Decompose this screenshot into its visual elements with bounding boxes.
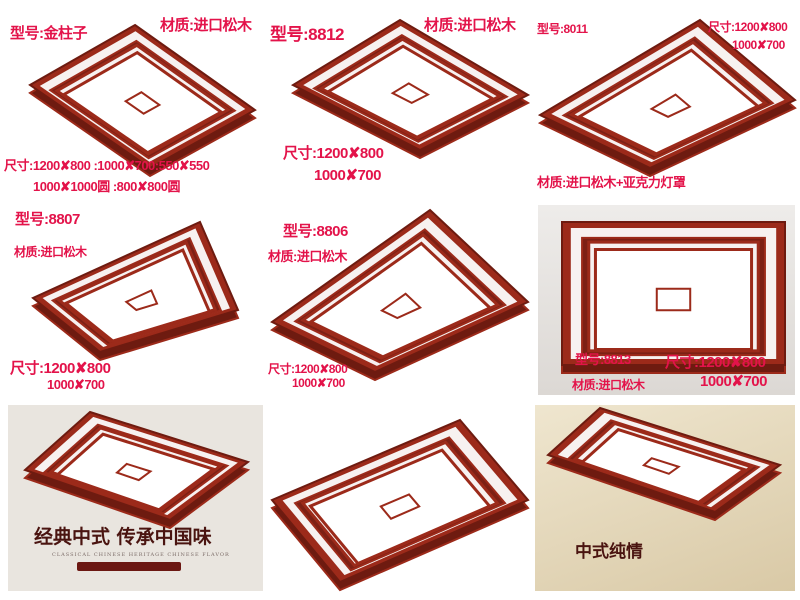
product-model: 型号:8011 (537, 22, 588, 36)
lamp-lattice-band (48, 39, 237, 160)
product-material: 材质:进口松木 (268, 249, 347, 264)
lamp-diffuser (307, 448, 493, 566)
product-material: 材质:进口松木 (424, 17, 516, 34)
product-model: 型号:8807 (15, 211, 80, 228)
product-model: 型号:8812 (270, 25, 344, 44)
lamp-medallion (649, 93, 692, 118)
product-material: 材质:进口松木+亚克力灯罩 (537, 175, 686, 190)
lamp-lattice-band (561, 36, 775, 161)
lamp-diffuser (63, 248, 212, 343)
product-model: 型号:金柱子 (10, 25, 88, 42)
lamp-inner-frame (318, 37, 503, 140)
lamp-frame-depth (270, 216, 530, 382)
lamp-side-panel (36, 28, 250, 165)
lamp-outer-frame (31, 220, 240, 354)
product-size: 1000✘700 (47, 377, 105, 392)
lamp-inner-frame (568, 40, 769, 157)
lamp-medallion (379, 493, 421, 520)
lamp-outer-frame (28, 23, 257, 170)
product-size: 尺寸:1200✘800 (283, 145, 384, 162)
lamp-frame-depth (270, 426, 530, 592)
product-size: 1000✘700 (732, 38, 785, 52)
lamp-frame-depth (290, 26, 531, 160)
product-size: 1000✘700 (292, 376, 345, 390)
banner-ribbon (77, 562, 181, 571)
lamp-diffuser (576, 48, 761, 156)
product-size: 尺寸:1200✘800 (665, 354, 766, 371)
banner-subtitle: CLASSICAL CHINESE HERITAGE CHINESE FLAVO… (52, 552, 230, 558)
product-material: 材质:进口松木 (572, 378, 645, 392)
lamp-lattice-band (312, 33, 509, 143)
product-material: 材质:进口松木 (160, 17, 252, 34)
product-model: 型号:8806 (283, 223, 348, 240)
product-size: 1000✘700 (314, 167, 381, 184)
lamp-medallion (124, 289, 159, 312)
lamp-inner-frame (54, 43, 231, 156)
lamp-lattice-band (293, 436, 507, 572)
banner-photo-pure (535, 405, 795, 591)
lamp-side-panel (279, 424, 521, 578)
banner-title: 中式纯情 (575, 542, 643, 562)
product-size: 1000✘1000圆 :800✘800圆 (33, 179, 180, 194)
lamp-inner-frame (300, 440, 500, 568)
product-model: 型号:8813 (575, 352, 631, 367)
banner-title: 经典中式 传承中国味 (34, 526, 212, 548)
product-size: 尺寸:1200✘800 (10, 360, 111, 377)
product-size: 尺寸:1200✘800 (268, 362, 348, 376)
lamp-medallion (123, 91, 162, 115)
product-size: 尺寸:1200✘800 :1000✘700:550✘550 (4, 158, 210, 173)
product-size: 1000✘700 (700, 373, 767, 390)
lamp-outer-frame (270, 418, 530, 584)
lamp-diffuser (60, 50, 225, 155)
product-material: 材质:进口松木 (14, 245, 87, 259)
lamp-diffuser (325, 44, 496, 139)
lamp-medallion (390, 82, 430, 104)
lamp-medallion (379, 292, 423, 320)
product-size: 尺寸:1200✘800 (708, 20, 788, 34)
